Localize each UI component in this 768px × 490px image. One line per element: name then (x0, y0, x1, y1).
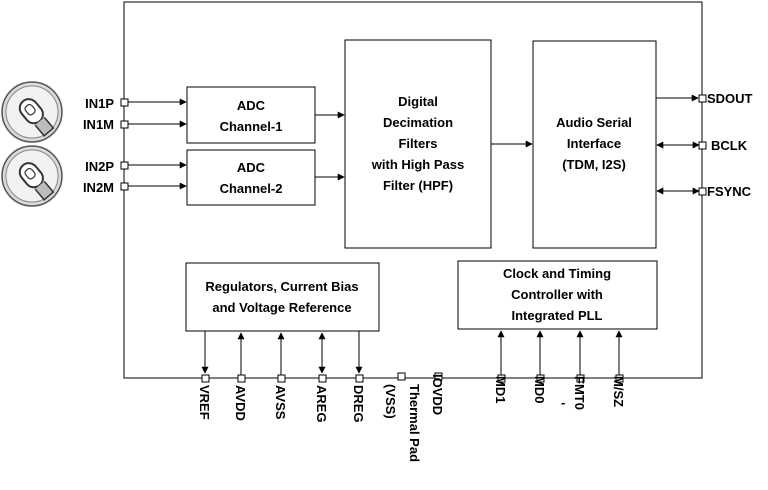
pin-in1p-pad (120, 98, 129, 107)
filter-label-1: Digital (398, 94, 438, 109)
pin-dreg-pad (355, 374, 364, 383)
adc-channel-2-label-2: Channel-2 (220, 181, 283, 196)
microphone-icon (1, 145, 63, 207)
pin-bclk-pad (698, 141, 707, 150)
pin-in1m-label: IN1M (83, 117, 114, 132)
pin-thermal-pad-label: Thermal Pad (407, 384, 422, 462)
pin-msz-pad (615, 374, 624, 383)
pin-md0-label: MD0 (532, 376, 547, 403)
regulators-block (185, 262, 380, 332)
regulators-label-2: and Voltage Reference (212, 300, 351, 315)
pin-msz-label: M/SZ (611, 376, 626, 407)
pin-iovdd-label: IOVDD (430, 374, 445, 415)
adc-channel-2-label-1: ADC (237, 160, 266, 175)
pin-avss-pad (277, 374, 286, 383)
filter-label-5: Filter (HPF) (383, 178, 453, 193)
pin-bclk-label: BCLK (711, 138, 748, 153)
pin-in2m-label: IN2M (83, 180, 114, 195)
pin-avdd-pad (237, 374, 246, 383)
clock-label-1: Clock and Timing (503, 266, 611, 281)
clock-controller-block (457, 260, 658, 330)
filter-label-2: Decimation (383, 115, 453, 130)
adc-channel-2-block (186, 149, 316, 206)
audio-serial-interface-block (532, 40, 657, 249)
pin-thermal-pad (397, 372, 406, 381)
pin-thermal-vss-label: (VSS) (383, 384, 398, 419)
pin-fsync-label: FSYNC (707, 184, 752, 199)
adc-channel-1-label-2: Channel-1 (220, 119, 283, 134)
pin-fmt0-pad (576, 374, 585, 383)
pin-fmt0-label: FMT0 (572, 376, 587, 410)
pin-avdd-label: AVDD (233, 385, 248, 421)
pin-md0-pad (536, 374, 545, 383)
pin-sdout-pad (698, 94, 707, 103)
pin-iovdd-pad (434, 372, 443, 381)
filter-label-3: Filters (398, 136, 437, 151)
pin-sdout-label: SDOUT (707, 91, 753, 106)
pin-md1-label: MD1 (493, 376, 508, 403)
adc-channel-1-block (186, 86, 316, 144)
pin-in1p-label: IN1P (85, 96, 114, 111)
pin-avss-label: AVSS (273, 385, 288, 420)
filter-label-4: with High Pass (371, 157, 464, 172)
asi-label-2: Interface (567, 136, 621, 151)
regulators-label-1: Regulators, Current Bias (205, 279, 358, 294)
pin-in2p-pad (120, 161, 129, 170)
clock-label-3: Integrated PLL (511, 308, 602, 323)
pin-in2p-label: IN2P (85, 159, 114, 174)
pin-areg-label: AREG (314, 385, 329, 423)
pin-in2m-pad (120, 182, 129, 191)
pin-in1m-pad (120, 120, 129, 129)
pin-fmt0-minus: - (561, 395, 565, 410)
decimation-filter-block (344, 39, 492, 249)
pin-dreg-label: DREG (351, 385, 366, 423)
pin-fsync-pad (698, 187, 707, 196)
pin-md1-pad (497, 374, 506, 383)
pin-vref-pad (201, 374, 210, 383)
pin-vref-label: VREF (197, 385, 212, 420)
adc-channel-1-label-1: ADC (237, 98, 266, 113)
clock-label-2: Controller with (511, 287, 603, 302)
microphone-icon (1, 81, 63, 143)
pin-areg-pad (318, 374, 327, 383)
asi-label-3: (TDM, I2S) (562, 157, 626, 172)
asi-label-1: Audio Serial (556, 115, 632, 130)
